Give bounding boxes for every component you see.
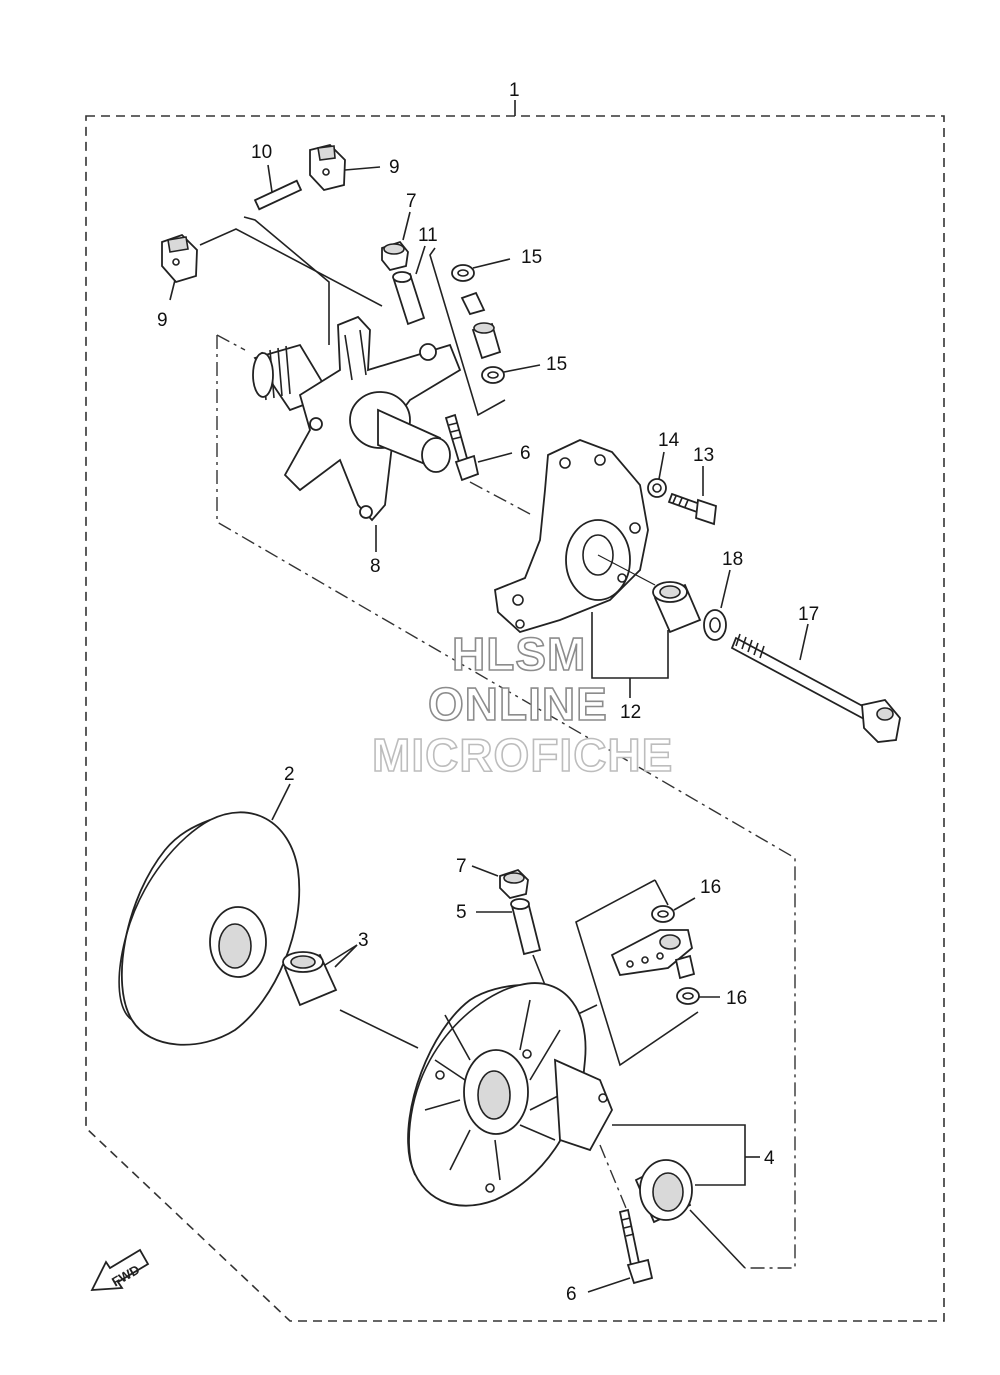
sheave-part-2 xyxy=(118,811,301,1046)
callout-11: 11 xyxy=(418,225,438,246)
collar-part-11 xyxy=(392,271,426,326)
watermark: HLSM ONLINE MICROFICHE xyxy=(371,627,673,782)
watermark-line-2: ONLINE xyxy=(428,678,608,730)
callout-15-lower: 15 xyxy=(546,354,567,375)
fwd-arrow-icon: FWD xyxy=(90,1248,150,1292)
bolt-part-17 xyxy=(730,633,901,743)
washer-part-15-lower xyxy=(481,366,505,384)
callout-17: 17 xyxy=(798,604,819,625)
weight-part-9-upper xyxy=(309,144,346,192)
callout-16-lower: 16 xyxy=(726,988,747,1009)
weight-part-9-lower xyxy=(161,233,198,284)
pin-part-10 xyxy=(253,179,303,211)
callout-18: 18 xyxy=(722,549,743,570)
nut-part-7-upper xyxy=(381,240,409,272)
watermark-line-1: HLSM xyxy=(452,628,586,680)
callout-6-upper: 6 xyxy=(520,443,531,464)
roller-small xyxy=(674,954,696,980)
collar-part-3 xyxy=(282,951,338,1007)
bushing-part-4 xyxy=(634,1159,693,1224)
bolt-part-13 xyxy=(667,492,717,526)
callout-7-upper: 7 xyxy=(406,191,417,212)
callout-4: 4 xyxy=(764,1148,775,1169)
callout-9-lower: 9 xyxy=(157,310,168,331)
bushing-part-12 xyxy=(652,581,702,634)
watermark-line-3: MICROFICHE xyxy=(372,729,673,781)
callout-12: 12 xyxy=(620,702,641,723)
movable-sheave xyxy=(407,982,613,1207)
roller-stack xyxy=(460,291,502,360)
lever-bracket xyxy=(610,929,693,976)
callout-13: 13 xyxy=(693,445,714,466)
callout-10: 10 xyxy=(251,142,272,163)
callout-16-upper: 16 xyxy=(700,877,721,898)
washer-part-16-upper xyxy=(651,905,675,923)
cover-plate xyxy=(494,439,649,634)
nut-part-7-lower xyxy=(499,868,529,899)
callout-8: 8 xyxy=(370,556,381,577)
washer-part-16-lower xyxy=(676,987,700,1005)
subassembly-boundary xyxy=(216,335,796,1269)
callout-6-lower: 6 xyxy=(566,1284,577,1305)
bolt-part-6-upper xyxy=(444,413,480,482)
washer-part-18 xyxy=(703,609,727,641)
assembly-boundary xyxy=(85,115,945,1322)
callout-14: 14 xyxy=(658,430,680,451)
spider-part-8 xyxy=(252,315,462,522)
washer-part-14 xyxy=(647,478,667,498)
callout-1: 1 xyxy=(509,80,520,101)
callout-15-upper: 15 xyxy=(521,247,542,268)
washer-part-15-upper xyxy=(451,264,475,282)
bolt-part-6-lower xyxy=(618,1208,654,1285)
collar-part-5 xyxy=(510,898,542,956)
callout-9-upper: 9 xyxy=(389,157,400,178)
callout-3: 3 xyxy=(358,930,369,951)
callout-7-lower: 7 xyxy=(456,856,467,877)
callout-2: 2 xyxy=(284,764,295,785)
callout-5: 5 xyxy=(456,902,467,923)
